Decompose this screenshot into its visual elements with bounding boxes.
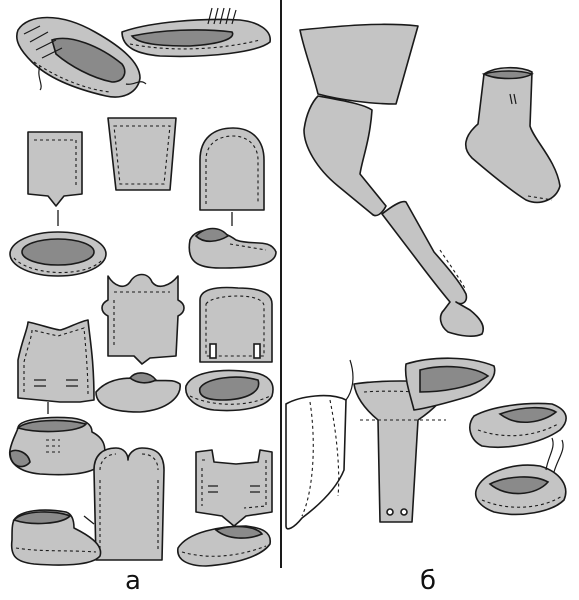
connector-line xyxy=(83,515,95,525)
laced-shoe-drawing xyxy=(16,16,147,98)
legging-knee-drawing xyxy=(303,95,387,217)
pattern-scalloped xyxy=(101,273,185,365)
oval-sole-shoe xyxy=(9,231,107,277)
panel-label-b: б xyxy=(420,566,437,596)
legging-upper-drawing xyxy=(299,23,419,105)
open-shoe-top-view xyxy=(185,369,274,412)
fringed-shoe-drawing xyxy=(121,7,271,58)
ankle-boot-drawing xyxy=(9,416,106,476)
panel-a xyxy=(9,7,277,567)
leg-outline-drawing xyxy=(285,359,354,530)
low-shoe-drawing xyxy=(177,525,271,567)
pattern-wide-notched xyxy=(195,449,273,527)
pattern-notched-top xyxy=(17,319,95,403)
slipper-drawing xyxy=(95,372,181,413)
high-shoe-drawing xyxy=(465,66,561,204)
sole-piece-drawing xyxy=(404,357,496,411)
pattern-arch xyxy=(199,127,265,211)
pattern-rectangle xyxy=(27,131,83,207)
legging-shin-foot-drawing xyxy=(381,200,485,337)
shoe-side-view-drawing xyxy=(469,402,567,449)
shoe-with-laces-drawing xyxy=(474,437,567,516)
moccasin-drawing xyxy=(188,227,277,269)
panel-label-a: а xyxy=(125,566,141,596)
pattern-trapezoid xyxy=(107,117,177,191)
pattern-tongue xyxy=(199,286,273,363)
low-boot-drawing xyxy=(10,509,102,566)
panel-b xyxy=(285,23,567,530)
pattern-double-arch xyxy=(93,447,165,561)
